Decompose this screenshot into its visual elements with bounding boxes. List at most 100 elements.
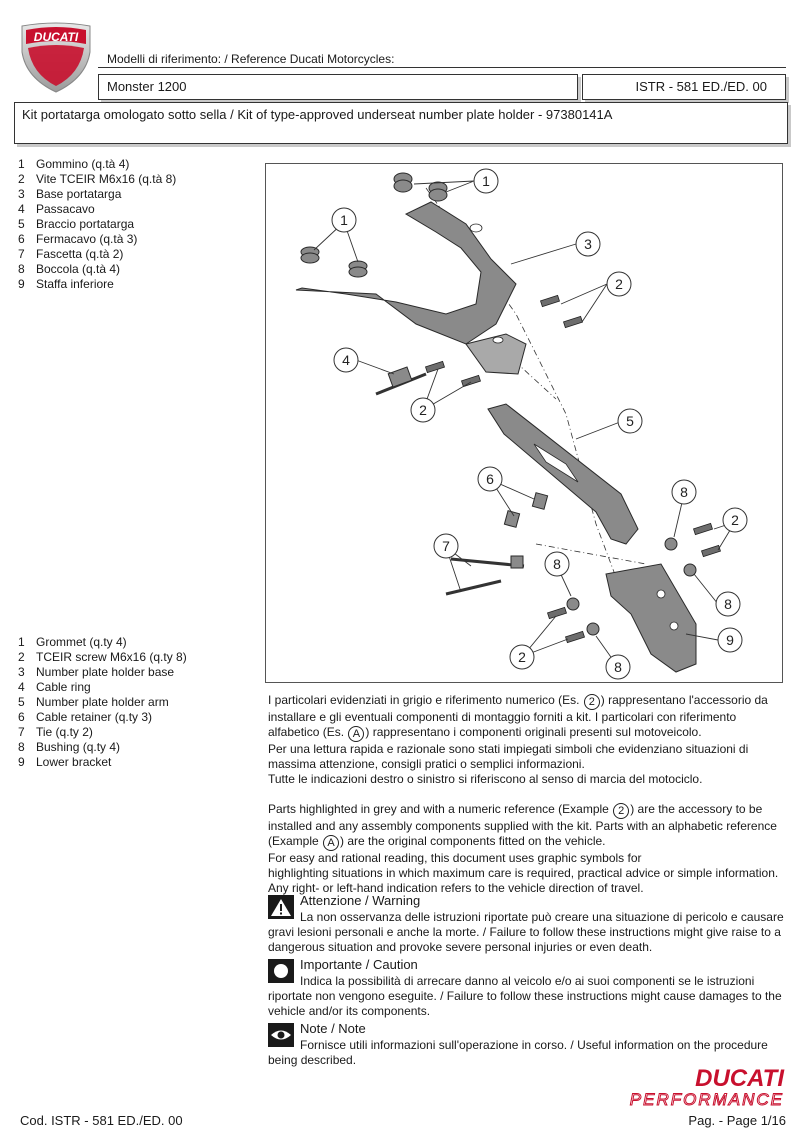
- svg-text:1: 1: [340, 212, 348, 228]
- item-number: 2: [18, 172, 25, 186]
- text-run: ) rappresentano l'accessorio da installa…: [268, 693, 768, 739]
- text-run: I particolari evidenziati in grigio e ri…: [268, 693, 583, 707]
- istr-field: ISTR - 581 ED./ED. 00: [582, 74, 786, 100]
- list-item: 7 Tie (q.ty 2): [18, 725, 187, 740]
- plate-arm-part: [487, 403, 639, 545]
- warning-title: Attenzione / Warning: [300, 893, 421, 908]
- svg-text:7: 7: [442, 538, 450, 554]
- cable-ring-part: [375, 366, 427, 396]
- callout-3: 3: [575, 231, 601, 257]
- list-item: 2 TCEIR screw M6x16 (q.ty 8): [18, 650, 187, 665]
- item-label: Braccio portatarga: [36, 217, 135, 231]
- svg-text:8: 8: [614, 659, 622, 675]
- exploded-view-drawing: 1 1 3 2 4 2 5 6 8 2 7 8 8 9 2 8: [295, 168, 748, 680]
- item-number: 9: [18, 277, 25, 291]
- numeric-reference-example: 2: [583, 694, 600, 710]
- callout-9: 9: [717, 627, 743, 653]
- item-label: Passacavo: [36, 202, 95, 216]
- bushing-part: [566, 537, 697, 636]
- svg-text:2: 2: [615, 276, 623, 292]
- list-item: 4 Cable ring: [18, 680, 187, 695]
- document-code: Cod. ISTR - 581 ED./ED. 00: [20, 1113, 183, 1128]
- list-item: 6 Cable retainer (q.ty 3): [18, 710, 187, 725]
- callout-1: 1: [331, 207, 357, 233]
- description-english-symbols: For easy and rational reading, this docu…: [268, 851, 642, 865]
- ducati-logo: DUCATI: [16, 22, 96, 94]
- item-number: 7: [18, 725, 25, 739]
- lower-bracket-part: [605, 563, 697, 673]
- item-number: 8: [18, 740, 25, 754]
- item-number: 4: [18, 202, 25, 216]
- bracket-hole: [656, 589, 666, 599]
- caution-title: Importante / Caution: [300, 957, 418, 972]
- svg-text:8: 8: [553, 556, 561, 572]
- svg-text:6: 6: [486, 471, 494, 487]
- cable-retainer-part: [503, 492, 549, 528]
- description-text: I particolari evidenziati in grigio e ri…: [268, 693, 788, 896]
- item-number: 1: [18, 157, 25, 171]
- item-label: Tie (q.ty 2): [36, 725, 93, 739]
- screw-part: [425, 294, 721, 644]
- description-italian-direction: Tutte le indicazioni destro o sinistro s…: [268, 772, 703, 786]
- list-item: 7 Fascetta (q.tà 2): [18, 247, 176, 262]
- callout-8: 8: [671, 479, 697, 505]
- item-number: 4: [18, 680, 25, 694]
- list-item: 5 Braccio portatarga: [18, 217, 176, 232]
- item-label: Base portatarga: [36, 187, 122, 201]
- list-item: 1 Gommino (q.tà 4): [18, 157, 176, 172]
- item-label: Number plate holder base: [36, 665, 175, 679]
- svg-text:8: 8: [680, 484, 688, 500]
- exploded-view-figure: 1 1 3 2 4 2 5 6 8 2 7 8 8 9 2 8: [265, 163, 783, 683]
- list-item: 4 Passacavo: [18, 202, 176, 217]
- item-label: Bushing (q.ty 4): [36, 740, 121, 754]
- item-label: TCEIR screw M6x16 (q.ty 8): [36, 650, 187, 664]
- ducati-performance-logo: DUCATI PERFORMANCE: [548, 1065, 788, 1110]
- svg-text:5: 5: [626, 413, 634, 429]
- item-number: 5: [18, 217, 25, 231]
- svg-text:2: 2: [518, 649, 526, 665]
- item-label: Fascetta (q.tà 2): [36, 247, 124, 261]
- item-number: 3: [18, 665, 25, 679]
- warning-body: La non osservanza delle istruzioni ripor…: [268, 910, 784, 954]
- item-label: Cable ring: [36, 680, 91, 694]
- item-label: Number plate holder arm: [36, 695, 169, 709]
- note-title: Note / Note: [300, 1021, 366, 1036]
- list-item: 8 Bushing (q.ty 4): [18, 740, 187, 755]
- description-english-symbols-cont: highlighting situations in which maximum…: [268, 866, 779, 880]
- description-english-intro: Parts highlighted in grey and with a num…: [268, 802, 788, 851]
- item-number: 8: [18, 262, 25, 276]
- callout-2: 2: [722, 507, 748, 533]
- item-label: Lower bracket: [36, 755, 112, 769]
- item-label: Cable retainer (q.ty 3): [36, 710, 153, 724]
- svg-text:9: 9: [726, 632, 734, 648]
- item-number: 7: [18, 247, 25, 261]
- callout-8: 8: [605, 654, 631, 680]
- description-italian-intro: I particolari evidenziati in grigio e ri…: [268, 693, 788, 742]
- svg-text:3: 3: [584, 236, 592, 252]
- list-item: 3 Number plate holder base: [18, 665, 187, 680]
- page-number: Pag. - Page 1/16: [688, 1113, 786, 1128]
- mount-hole: [469, 223, 483, 233]
- item-number: 6: [18, 710, 25, 724]
- header-rule: [98, 67, 786, 68]
- callout-4: 4: [333, 347, 359, 373]
- callout-8: 8: [715, 591, 741, 617]
- callout-1: 1: [473, 168, 499, 194]
- item-number: 1: [18, 635, 25, 649]
- callout-6: 6: [477, 466, 503, 492]
- callout-2: 2: [606, 271, 632, 297]
- mount-hole: [492, 336, 504, 344]
- model-value: Monster 1200: [107, 79, 187, 94]
- item-number: 2: [18, 650, 25, 664]
- text-run: ) are the original components fitted on …: [340, 834, 606, 848]
- callout-8: 8: [544, 551, 570, 577]
- item-label: Fermacavo (q.tà 3): [36, 232, 138, 246]
- item-label: Gommino (q.tà 4): [36, 157, 130, 171]
- callout-2: 2: [410, 397, 436, 423]
